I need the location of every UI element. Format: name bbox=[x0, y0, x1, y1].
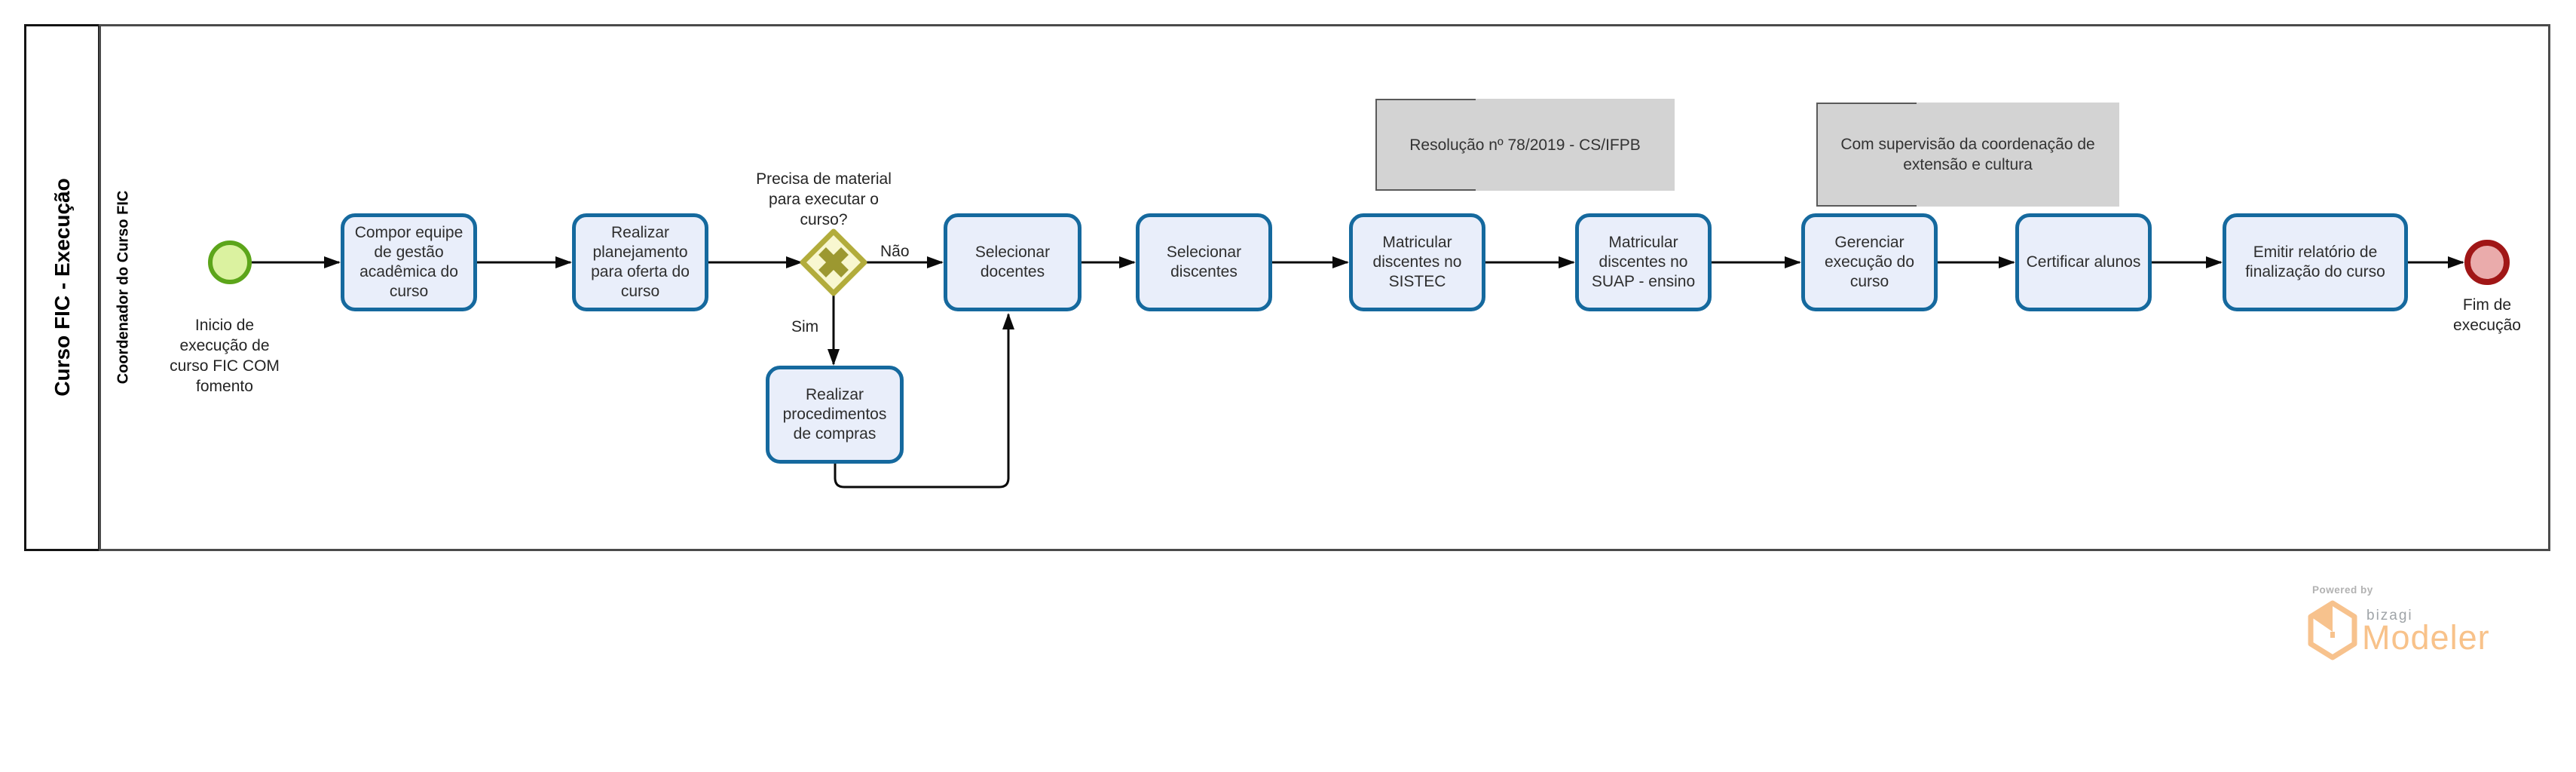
bizagi-hexagon-icon bbox=[2308, 600, 2357, 660]
task-label: Selecionar docentes bbox=[974, 244, 1051, 280]
annotation-supervisao[interactable]: Com supervisão da coordenação de extensã… bbox=[1816, 103, 2119, 207]
task-label: Certificar alunos bbox=[2026, 253, 2141, 271]
task-label: Matricular discentes no SISTEC bbox=[1372, 234, 1462, 290]
task-label: Selecionar discentes bbox=[1166, 244, 1242, 280]
task-label: Realizar planejamento para oferta do cur… bbox=[591, 224, 690, 300]
task-label: Gerenciar execução do curso bbox=[1824, 234, 1915, 290]
task-certificar-alunos[interactable]: Certificar alunos bbox=[2015, 213, 2152, 311]
modeler-wordmark: Modeler bbox=[2362, 618, 2490, 657]
end-event-label: Fim de execução bbox=[2453, 296, 2521, 334]
start-event[interactable] bbox=[208, 240, 252, 284]
end-event[interactable] bbox=[2464, 240, 2510, 285]
pool-header[interactable] bbox=[24, 24, 100, 551]
annotation-text: Resolução nº 78/2019 - CS/IFPB bbox=[1409, 136, 1641, 154]
task-selecionar-discentes[interactable]: Selecionar discentes bbox=[1136, 213, 1272, 311]
task-matricular-suap[interactable]: Matricular discentes no SUAP - ensino bbox=[1575, 213, 1712, 311]
task-realizar-planejamento[interactable]: Realizar planejamento para oferta do cur… bbox=[572, 213, 708, 311]
task-compor-equipe-gestao[interactable]: Compor equipe de gestão acadêmica do cur… bbox=[341, 213, 477, 311]
flow-label-nao: Não bbox=[880, 243, 910, 260]
task-realizar-procedimentos-compras[interactable]: Realizar procedimentos de compras bbox=[766, 366, 904, 464]
task-label: Matricular discentes no SUAP - ensino bbox=[1591, 234, 1696, 290]
exclusive-gateway-icon bbox=[800, 228, 867, 296]
start-event-label: Inicio de execução de curso FIC COM fome… bbox=[170, 317, 280, 395]
task-selecionar-docentes[interactable]: Selecionar docentes bbox=[944, 213, 1081, 311]
task-gerenciar-execucao[interactable]: Gerenciar execução do curso bbox=[1801, 213, 1938, 311]
gateway-precisa-material[interactable] bbox=[799, 228, 868, 297]
task-label: Emitir relatório de finalização do curso bbox=[2245, 244, 2385, 280]
powered-by-label: Powered by bbox=[2312, 584, 2373, 596]
task-matricular-sistec[interactable]: Matricular discentes no SISTEC bbox=[1349, 213, 1485, 311]
task-emitir-relatorio[interactable]: Emitir relatório de finalização do curso bbox=[2223, 213, 2408, 311]
flow-compras-to-docentes[interactable] bbox=[834, 313, 1014, 489]
annotation-resolucao[interactable]: Resolução nº 78/2019 - CS/IFPB bbox=[1375, 99, 1675, 191]
annotation-text: Com supervisão da coordenação de extensã… bbox=[1840, 136, 2095, 173]
gateway-label: Precisa de material para executar o curs… bbox=[756, 170, 892, 228]
bizagi-wordmark: bizagi bbox=[2366, 608, 2413, 623]
flow-label-sim: Sim bbox=[791, 318, 819, 335]
task-label: Compor equipe de gestão acadêmica do cur… bbox=[354, 224, 463, 300]
task-label: Realizar procedimentos de compras bbox=[782, 386, 887, 443]
